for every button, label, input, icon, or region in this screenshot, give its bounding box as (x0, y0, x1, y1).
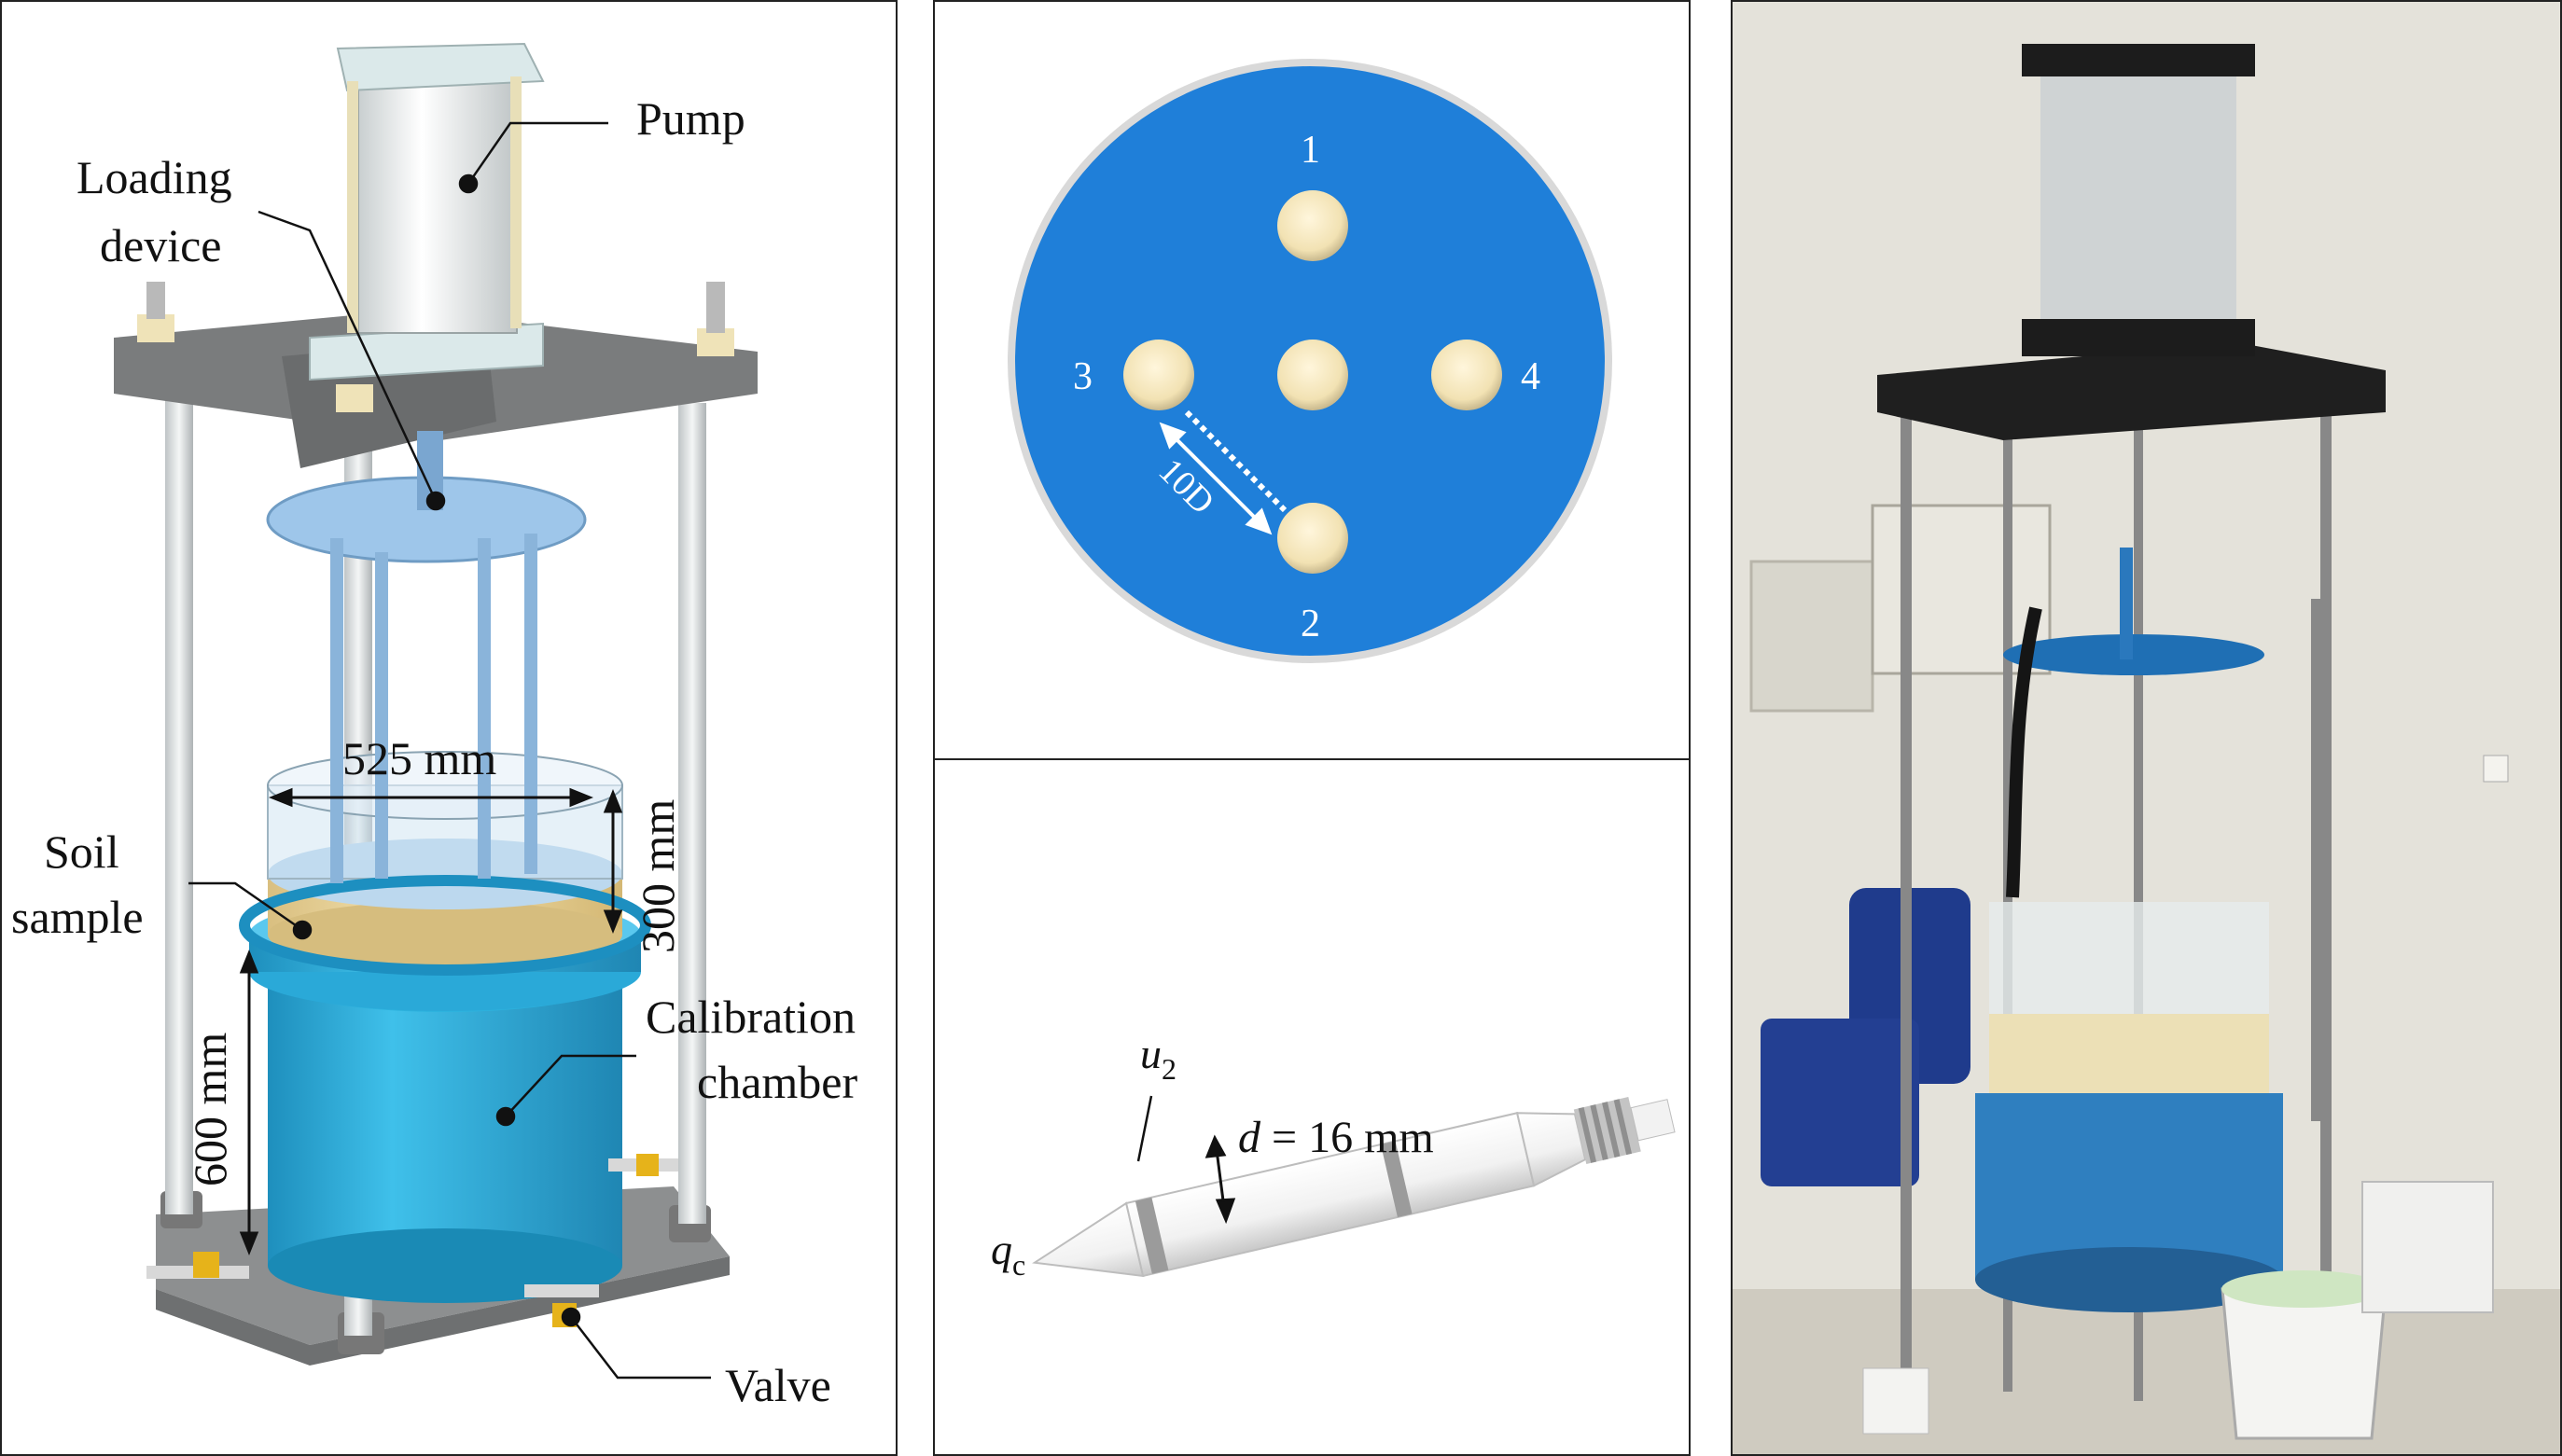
u2-leader (1136, 1095, 1153, 1162)
cpt-probe (1032, 1097, 1676, 1278)
label-chamber-height: 600 mm (184, 1033, 236, 1186)
label-calibration-1: Calibration (646, 991, 856, 1043)
loading-device (266, 431, 587, 883)
position-label-3: 3 (1073, 355, 1093, 398)
photo-top-frame (1877, 342, 2386, 440)
layout-plan-drawing: 10D 1 2 3 4 (1008, 59, 1612, 663)
probe-drawing: u2 qc d = 16 mm (991, 1030, 1676, 1282)
test-position-center (1277, 340, 1348, 410)
label-loading-2: device (100, 219, 221, 271)
position-label-1: 1 (1301, 129, 1320, 172)
label-u2: u2 (1140, 1030, 1177, 1086)
sample-flange (239, 875, 651, 976)
photo-chamber (1975, 902, 2283, 1312)
photo-cables (2006, 606, 2042, 898)
label-valve: Valve (725, 1359, 831, 1411)
label-soil-1: Soil (44, 825, 119, 878)
photo-pump (2040, 67, 2236, 328)
apparatus-photo (1733, 2, 2560, 1454)
probe-panel: u2 qc d = 16 mm (933, 758, 1691, 1456)
probe-diameter-arrow (1204, 1134, 1236, 1225)
label-u2-sub: 2 (1162, 1052, 1177, 1086)
dimension-arrows (239, 787, 623, 1256)
test-position-1 (1277, 190, 1348, 261)
test-position-2 (1277, 503, 1348, 574)
label-qc: qc (991, 1226, 1025, 1282)
position-label-4: 4 (1521, 355, 1540, 398)
label-qc-sub: c (1012, 1248, 1025, 1282)
apparatus-labels: Pump Loading device Soil sample Calibrat… (11, 92, 857, 1411)
label-probe-diameter: d = 16 mm (1238, 1113, 1434, 1162)
label-pump: Pump (636, 92, 745, 145)
leader-lines (188, 121, 711, 1380)
spacing-dotted-line (1184, 409, 1288, 513)
apparatus-drawing: Pump Loading device Soil sample Calibrat… (11, 42, 857, 1411)
test-position-4 (1431, 340, 1502, 410)
photo-panel (1731, 0, 2562, 1456)
photo-buckets (1862, 1181, 2494, 1440)
label-soil-2: sample (11, 891, 144, 943)
label-calibration-2: chamber (697, 1056, 857, 1108)
pump (309, 42, 545, 381)
label-diameter: 525 mm (342, 732, 496, 784)
label-sample-height: 300 mm (632, 799, 684, 953)
spacing-arrow (1159, 422, 1273, 535)
layout-plan-panel: 10D 1 2 3 4 (933, 0, 1691, 760)
label-loading-1: Loading (77, 151, 232, 203)
position-label-2: 2 (1301, 603, 1320, 645)
apparatus-panel: Pump Loading device Soil sample Calibrat… (0, 0, 898, 1456)
test-position-3 (1123, 340, 1194, 410)
